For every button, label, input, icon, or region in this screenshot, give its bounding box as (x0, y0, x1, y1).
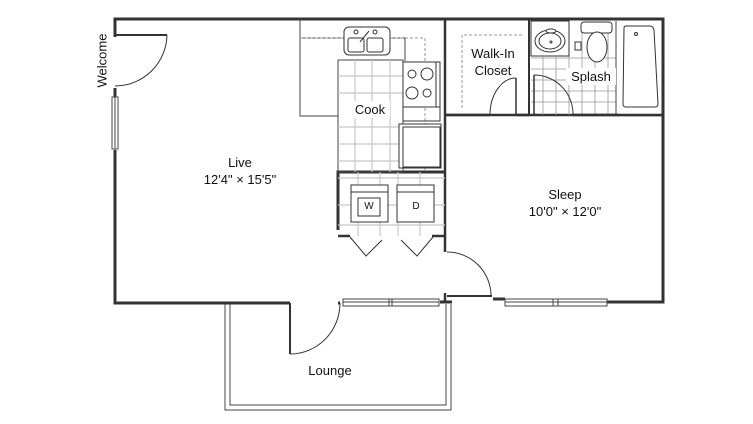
splash-name: Splash (571, 69, 611, 84)
closet-name-line2: Closet (474, 63, 512, 78)
room-label-live: Live 12'4" × 15'5" (180, 154, 300, 188)
bedroom-window (504, 298, 608, 307)
sleep-dimensions: 10'0" × 12'0" (528, 204, 602, 219)
bathroom-door (533, 74, 663, 117)
dryer-label: D (405, 199, 427, 215)
room-label-welcome: Welcome (94, 21, 111, 101)
lounge-name: Lounge (308, 363, 352, 378)
exterior-walls (113, 17, 665, 305)
cook-name: Cook (354, 102, 386, 117)
live-name: Live (228, 155, 252, 170)
dryer-icon (396, 184, 435, 223)
dryer-letter: D (412, 201, 420, 212)
bedroom-door (446, 251, 492, 297)
room-label-sleep: Sleep 10'0" × 12'0" (505, 186, 625, 220)
vanity-sink-icon (530, 20, 570, 57)
washer-icon (350, 184, 389, 223)
left-window (111, 96, 119, 150)
entry-door (114, 34, 168, 87)
room-label-lounge: Lounge (290, 362, 370, 379)
lounge-door (289, 302, 341, 355)
sink-icon (343, 26, 391, 56)
bathtub-icon (619, 22, 661, 114)
toilet-icon (574, 21, 613, 63)
room-label-cook: Cook (350, 101, 390, 118)
washer-label: W (358, 199, 380, 215)
room-label-splash: Splash (566, 68, 616, 85)
welcome-name: Welcome (94, 33, 110, 88)
sleep-name: Sleep (548, 187, 582, 202)
laundry-bifold-doors (349, 236, 434, 257)
washer-letter: W (364, 201, 374, 212)
room-label-walk-in-closet: Walk-In Closet (463, 45, 523, 79)
patio-slider (342, 298, 440, 307)
stove-icon (402, 61, 441, 122)
balcony-railing (224, 304, 452, 411)
closet-door (489, 77, 517, 116)
closet-name-line1: Walk-In (471, 46, 515, 61)
live-dimensions: 12'4" × 15'5" (203, 172, 277, 187)
refrigerator-icon (398, 123, 442, 169)
